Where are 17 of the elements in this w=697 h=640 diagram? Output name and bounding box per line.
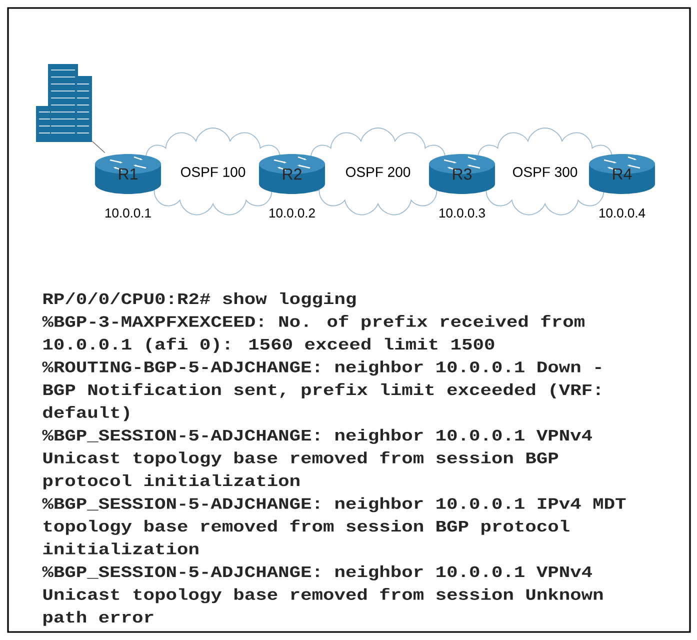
log-line: %ROUTING-BGP-5-ADJCHANGE: neighbor 10.0.0.1 Down - <box>42 360 601 376</box>
log-line: path error <box>44 610 154 626</box>
log-line: initialization <box>43 542 198 554</box>
log-line: default) <box>43 406 129 422</box>
log-line: %BGP_SESSION-5-ADJCHANGE: neighbor 10.0.0.1 IPv4 MDT <box>42 497 626 512</box>
log-line: topology base removed from session BGP protocol <box>44 520 570 535</box>
log-line: %BGP_SESSION-5-ADJCHANGE: neighbor 10.0.0.1 VPNv4 <box>42 565 592 580</box>
log-line: RP/0/0/CPU0:R2# show logging <box>43 292 356 308</box>
log-line: Unicast topology base removed from session BGP <box>43 451 558 467</box>
log-line: %BGP-3-MAXPFXEXCEED: No. of prefix received from <box>42 314 584 330</box>
building-icon <box>36 64 92 142</box>
log-line: protocol initialization <box>44 474 300 490</box>
log-line: Unicast topology base removed from session Unknown <box>43 588 603 604</box>
log-line: 10.0.0.1 (afi 0): 1560 exceed limit 1500 <box>43 338 494 353</box>
connector-line <box>92 140 106 154</box>
log-line: %BGP_SESSION-5-ADJCHANGE: neighbor 10.0.0.1 VPNv4 <box>42 428 592 444</box>
log-line: BGP Notification sent, prefix limit exceeded (VRF: <box>43 383 600 398</box>
